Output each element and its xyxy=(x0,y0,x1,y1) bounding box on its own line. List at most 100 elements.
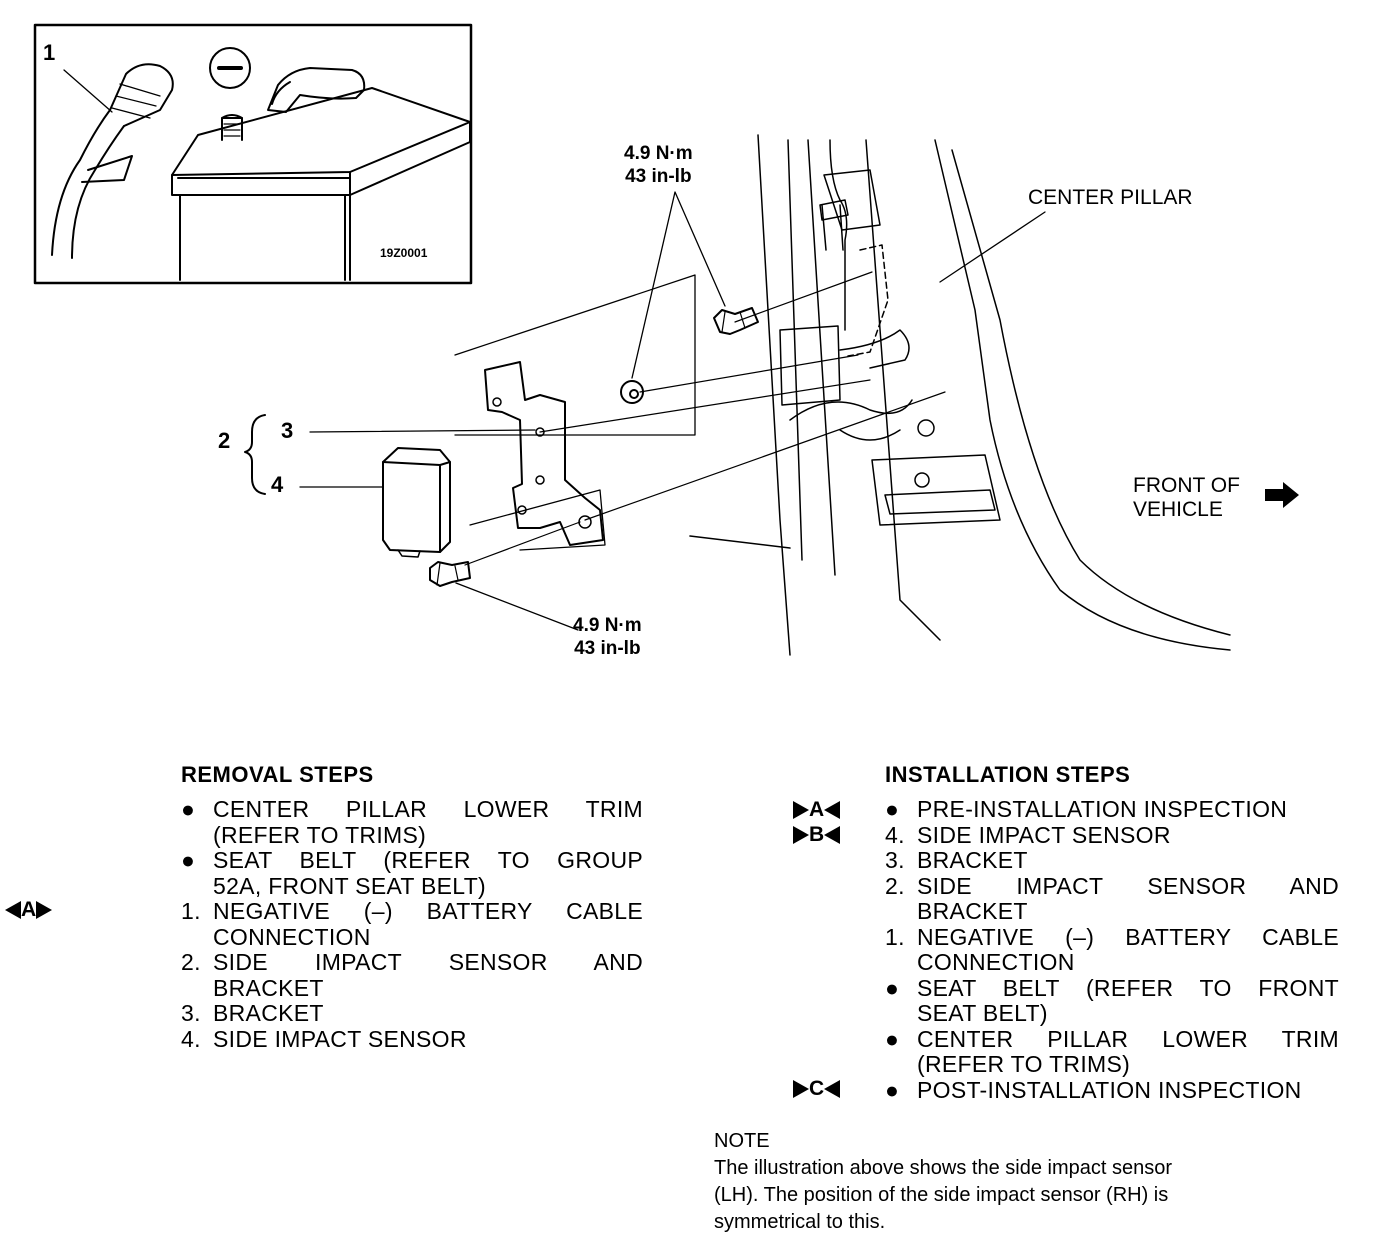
step-marker: ● xyxy=(885,1025,900,1052)
step-marker xyxy=(885,1052,917,1078)
removal-step-3-line-1: 1. NEGATIVE (–) BATTERY CABLE xyxy=(181,898,643,925)
torque-spec-lower: 4.9 N·m 43 in-lb xyxy=(573,614,642,660)
torque-upper-inlb: 43 in-lb xyxy=(625,166,692,187)
step-text: CONNECTION xyxy=(917,949,1075,975)
step-text: (REFER TO TRIMS) xyxy=(917,1051,1131,1077)
install-mark-letter-b: B xyxy=(809,823,825,846)
install-mark-letter-c: C xyxy=(809,1077,825,1100)
step-text: BRACKET xyxy=(917,847,1028,873)
installation-step-4-line-1: 2. SIDE IMPACT SENSOR AND xyxy=(885,872,1339,900)
step-text: (REFER TO TRIMS) xyxy=(213,821,427,848)
install-mark-letter-a: A xyxy=(809,798,825,821)
removal-step-1-line-1: ● CENTER PILLAR LOWER TRIM xyxy=(181,796,643,823)
step-marker: 1. xyxy=(181,898,201,924)
step-text: CENTER PILLAR LOWER TRIM xyxy=(917,1025,1339,1052)
installation-step-3-line-1: 3. BRACKET xyxy=(885,847,1339,874)
step-marker xyxy=(885,1001,917,1027)
battery-illustration xyxy=(51,47,471,281)
step-text: POST-INSTALLATION INSPECTION xyxy=(917,1076,1302,1103)
installation-step-2-line-1: 4.SIDE IMPACT SENSOR xyxy=(885,821,1339,849)
removal-steps-heading: REMOVAL STEPS xyxy=(181,762,374,787)
removal-step-4-line-2: BRACKET xyxy=(181,974,643,1002)
installation-step-7-line-1: ● CENTER PILLAR LOWER TRIM xyxy=(885,1025,1339,1053)
removal-step-2-line-2: 52A, FRONT SEAT BELT) xyxy=(181,872,643,900)
removal-step-6-line-1: 4. SIDE IMPACT SENSOR xyxy=(181,1025,643,1053)
installation-step-5-line-2: CONNECTION xyxy=(885,949,1339,976)
step-marker xyxy=(885,899,917,925)
triangle-left-icon xyxy=(824,801,841,819)
removal-steps-list: ● CENTER PILLAR LOWER TRIM(REFER TO TRIMS… xyxy=(181,796,643,1053)
step-text: SEAT BELT (REFER TO GROUP xyxy=(213,847,643,873)
torque-spec-upper: 4.9 N·m 43 in-lb xyxy=(624,142,693,188)
front-of-vehicle-line-1: FRONT OF xyxy=(1133,474,1240,497)
triangle-left-icon xyxy=(824,1080,841,1098)
triangle-right-icon xyxy=(793,801,809,819)
inset-frame xyxy=(33,23,473,285)
step-text: BRACKET xyxy=(917,898,1028,924)
step-marker: 3. xyxy=(885,847,905,873)
installation-step-6-line-1: ● SEAT BELT (REFER TO FRONT xyxy=(885,974,1339,1002)
installation-step-5-line-1: 1.NEGATIVE (–) BATTERY CABLE xyxy=(885,923,1339,951)
step-text: SIDE IMPACT SENSOR AND xyxy=(917,872,1339,899)
note-title: NOTE xyxy=(714,1130,770,1152)
callout-4: 4 xyxy=(271,472,284,497)
callout-2: 2 xyxy=(218,428,231,453)
note-block: NOTE The illustration above shows the si… xyxy=(714,1128,1172,1236)
step-marker: ● xyxy=(885,796,900,822)
step-marker: ● xyxy=(181,796,196,822)
installation-step-6-line-2: SEAT BELT) xyxy=(885,1000,1339,1027)
step-text: BRACKET xyxy=(213,974,324,1001)
inset-figure-code: 19Z0001 xyxy=(380,246,428,260)
front-direction-arrow-icon xyxy=(1265,482,1299,508)
install-service-mark-b: B xyxy=(793,823,841,847)
step-marker xyxy=(181,823,213,849)
triangle-right-icon xyxy=(36,901,53,919)
step-text: SIDE IMPACT SENSOR xyxy=(213,1025,467,1052)
removal-step-1-line-2: (REFER TO TRIMS) xyxy=(181,821,643,849)
installation-step-8-line-1: ● POST-INSTALLATION INSPECTION xyxy=(885,1076,1339,1104)
torque-lower-inlb: 43 in-lb xyxy=(574,638,641,659)
step-text: BRACKET xyxy=(213,1000,324,1026)
step-marker: ● xyxy=(885,974,900,1001)
triangle-left-icon xyxy=(5,901,21,919)
removal-mark-letter: A xyxy=(21,898,37,921)
torque-upper-nm: 4.9 N·m xyxy=(624,143,693,164)
step-text: SEAT BELT) xyxy=(917,1000,1048,1026)
front-of-vehicle-label: FRONT OF VEHICLE xyxy=(1133,474,1240,522)
step-marker: 2. xyxy=(885,872,905,899)
note-line-2: (LH). The position of the side impact se… xyxy=(714,1184,1169,1206)
note-line-1: The illustration above shows the side im… xyxy=(714,1157,1173,1179)
pillar-illustration xyxy=(244,134,1231,656)
removal-step-5-line-1: 3.BRACKET xyxy=(181,1000,643,1027)
step-text: CENTER PILLAR LOWER TRIM xyxy=(213,796,643,822)
installation-step-4-line-2: BRACKET xyxy=(885,898,1339,925)
callout-cable: 1 xyxy=(43,40,56,65)
step-marker xyxy=(181,925,213,951)
callout-3: 3 xyxy=(281,418,294,443)
removal-step-4-line-1: 2.SIDE IMPACT SENSOR AND xyxy=(181,949,643,976)
step-text: NEGATIVE (–) BATTERY CABLE xyxy=(213,898,643,924)
step-marker xyxy=(181,976,213,1002)
step-marker: ● xyxy=(181,847,196,873)
step-text: SEAT BELT (REFER TO FRONT xyxy=(917,974,1339,1001)
note-line-3: symmetrical to this. xyxy=(714,1211,886,1233)
torque-lower-nm: 4.9 N·m xyxy=(573,615,642,636)
step-text: CONNECTION xyxy=(213,923,371,950)
step-marker: 1. xyxy=(885,923,905,950)
install-service-mark-c: C xyxy=(793,1077,841,1101)
step-text: PRE-INSTALLATION INSPECTION xyxy=(917,796,1288,822)
step-marker: 4. xyxy=(885,821,905,848)
step-marker: 4. xyxy=(181,1025,201,1052)
front-of-vehicle-line-2: VEHICLE xyxy=(1133,498,1223,521)
installation-steps-heading: INSTALLATION STEPS xyxy=(885,762,1131,787)
triangle-left-icon xyxy=(824,826,841,844)
step-text: 52A, FRONT SEAT BELT) xyxy=(213,872,487,899)
install-service-mark-a: A xyxy=(793,798,841,822)
center-pillar-label: CENTER PILLAR xyxy=(1028,186,1193,209)
installation-step-7-line-2: (REFER TO TRIMS) xyxy=(885,1051,1339,1078)
triangle-right-icon xyxy=(793,1080,809,1098)
step-marker: ● xyxy=(885,1076,900,1103)
